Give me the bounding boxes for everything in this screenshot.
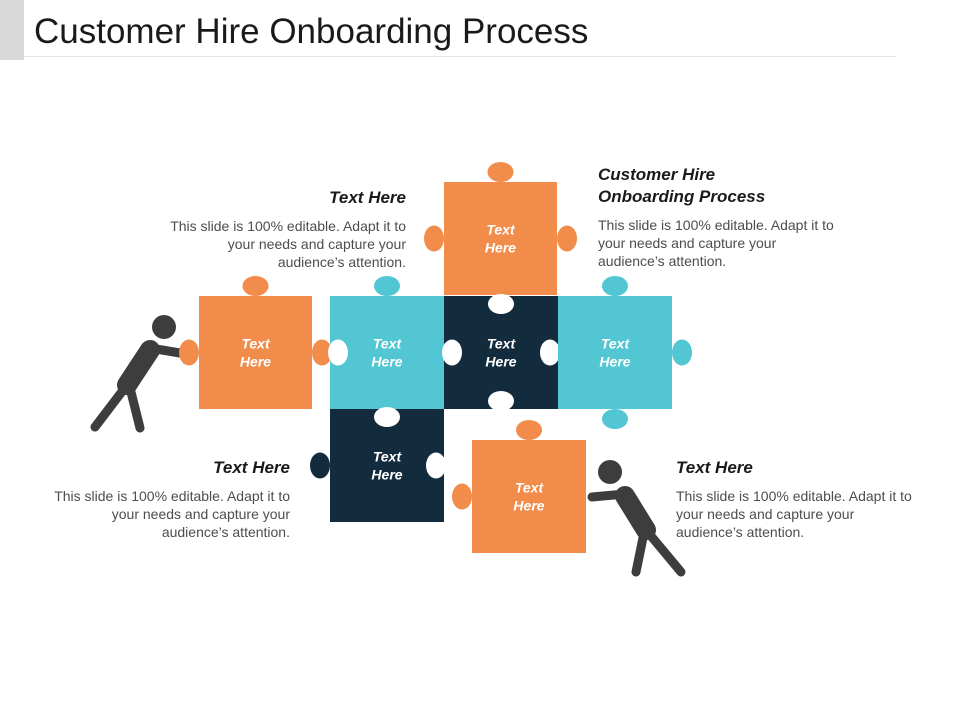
callout-top-left: Text Here This slide is 100% editable. A… xyxy=(130,187,406,271)
puzzle-piece-body xyxy=(472,440,586,553)
puzzle-piece-label: Here xyxy=(599,354,630,370)
puzzle-tab xyxy=(310,452,330,479)
puzzle-piece-body xyxy=(558,296,672,409)
puzzle-piece-label: Text xyxy=(601,336,631,352)
callout-heading: Text Here xyxy=(213,458,290,477)
puzzle-piece-label: Text xyxy=(373,449,403,465)
callout-heading: Customer Hire Onboarding Process xyxy=(598,164,868,208)
callout-body-line: This slide is 100% editable. Adapt it to xyxy=(598,217,834,233)
callout-body: This slide is 100% editable. Adapt it to… xyxy=(14,487,290,541)
puzzle-slot xyxy=(442,339,462,366)
puzzle-piece-body xyxy=(444,296,558,409)
puzzle-tab xyxy=(374,276,400,296)
callout-body-line: This slide is 100% editable. Adapt it to xyxy=(676,488,912,504)
callout-bottom-right: Text Here This slide is 100% editable. A… xyxy=(676,457,946,541)
callout-bottom-left: Text Here This slide is 100% editable. A… xyxy=(14,457,290,541)
puzzle-slot xyxy=(328,339,348,366)
puzzle-tab xyxy=(424,225,444,252)
puzzle-piece-label: Text xyxy=(373,336,403,352)
puzzle-piece-label: Here xyxy=(240,354,271,370)
callout-top-right: Customer Hire Onboarding Process This sl… xyxy=(598,164,868,270)
puzzle-tab xyxy=(179,339,199,366)
puzzle-piece-body xyxy=(330,409,444,522)
callout-heading-line: Customer Hire xyxy=(598,165,716,184)
puzzle-piece-label: Text xyxy=(486,222,516,238)
puzzle-tab xyxy=(602,409,628,429)
slide-title: Customer Hire Onboarding Process xyxy=(34,12,589,51)
callout-body: This slide is 100% editable. Adapt it to… xyxy=(130,217,406,271)
puzzle-piece-label: Here xyxy=(513,498,544,514)
puzzle-slot xyxy=(540,339,560,366)
person-pushing-icon xyxy=(90,315,185,433)
callout-body-line: your needs and capture your xyxy=(598,235,777,251)
callout-body-line: audience’s attention. xyxy=(161,524,290,540)
callout-heading: Text Here xyxy=(329,188,406,207)
callout-body-line: audience’s attention. xyxy=(277,254,406,270)
puzzle-slot xyxy=(426,452,446,479)
puzzle-tab xyxy=(487,162,514,182)
title-accent-bar xyxy=(0,0,24,60)
puzzle-tab xyxy=(452,483,472,510)
puzzle-piece-label: Here xyxy=(371,467,402,483)
puzzle-tab xyxy=(516,420,542,440)
callout-body-line: your needs and capture your xyxy=(111,506,290,522)
puzzle-piece-body xyxy=(444,182,557,295)
person-pushing-icon xyxy=(587,460,686,577)
callout-body-line: audience’s attention. xyxy=(676,524,805,540)
puzzle-piece-label: Text xyxy=(515,480,545,496)
callout-body-line: This slide is 100% editable. Adapt it to xyxy=(170,218,406,234)
callout-body: This slide is 100% editable. Adapt it to… xyxy=(598,216,868,270)
callout-body-line: your needs and capture your xyxy=(676,506,855,522)
puzzle-piece-label: Here xyxy=(485,240,516,256)
callout-heading: Text Here xyxy=(676,458,753,477)
callout-body-line: This slide is 100% editable. Adapt it to xyxy=(54,488,290,504)
puzzle-slot xyxy=(374,407,400,427)
puzzle-tab xyxy=(672,339,692,366)
callout-body: This slide is 100% editable. Adapt it to… xyxy=(676,487,946,541)
puzzle-slot xyxy=(488,294,514,314)
puzzle-tab xyxy=(557,225,577,252)
callout-body-line: audience’s attention. xyxy=(598,253,727,269)
puzzle-tab xyxy=(242,276,269,296)
puzzle-piece-label: Text xyxy=(487,336,517,352)
puzzle-slot xyxy=(488,391,514,411)
puzzle-piece-body xyxy=(199,296,312,409)
callout-body-line: your needs and capture your xyxy=(227,236,406,252)
puzzle-piece-label: Here xyxy=(371,354,402,370)
puzzle-piece-body xyxy=(330,296,444,409)
puzzle-piece-label: Text xyxy=(241,336,271,352)
puzzle-tab xyxy=(602,276,628,296)
title-underline xyxy=(24,56,896,57)
puzzle-tab xyxy=(312,339,332,366)
callout-heading-line: Onboarding Process xyxy=(598,187,766,206)
puzzle-piece-label: Here xyxy=(485,354,516,370)
